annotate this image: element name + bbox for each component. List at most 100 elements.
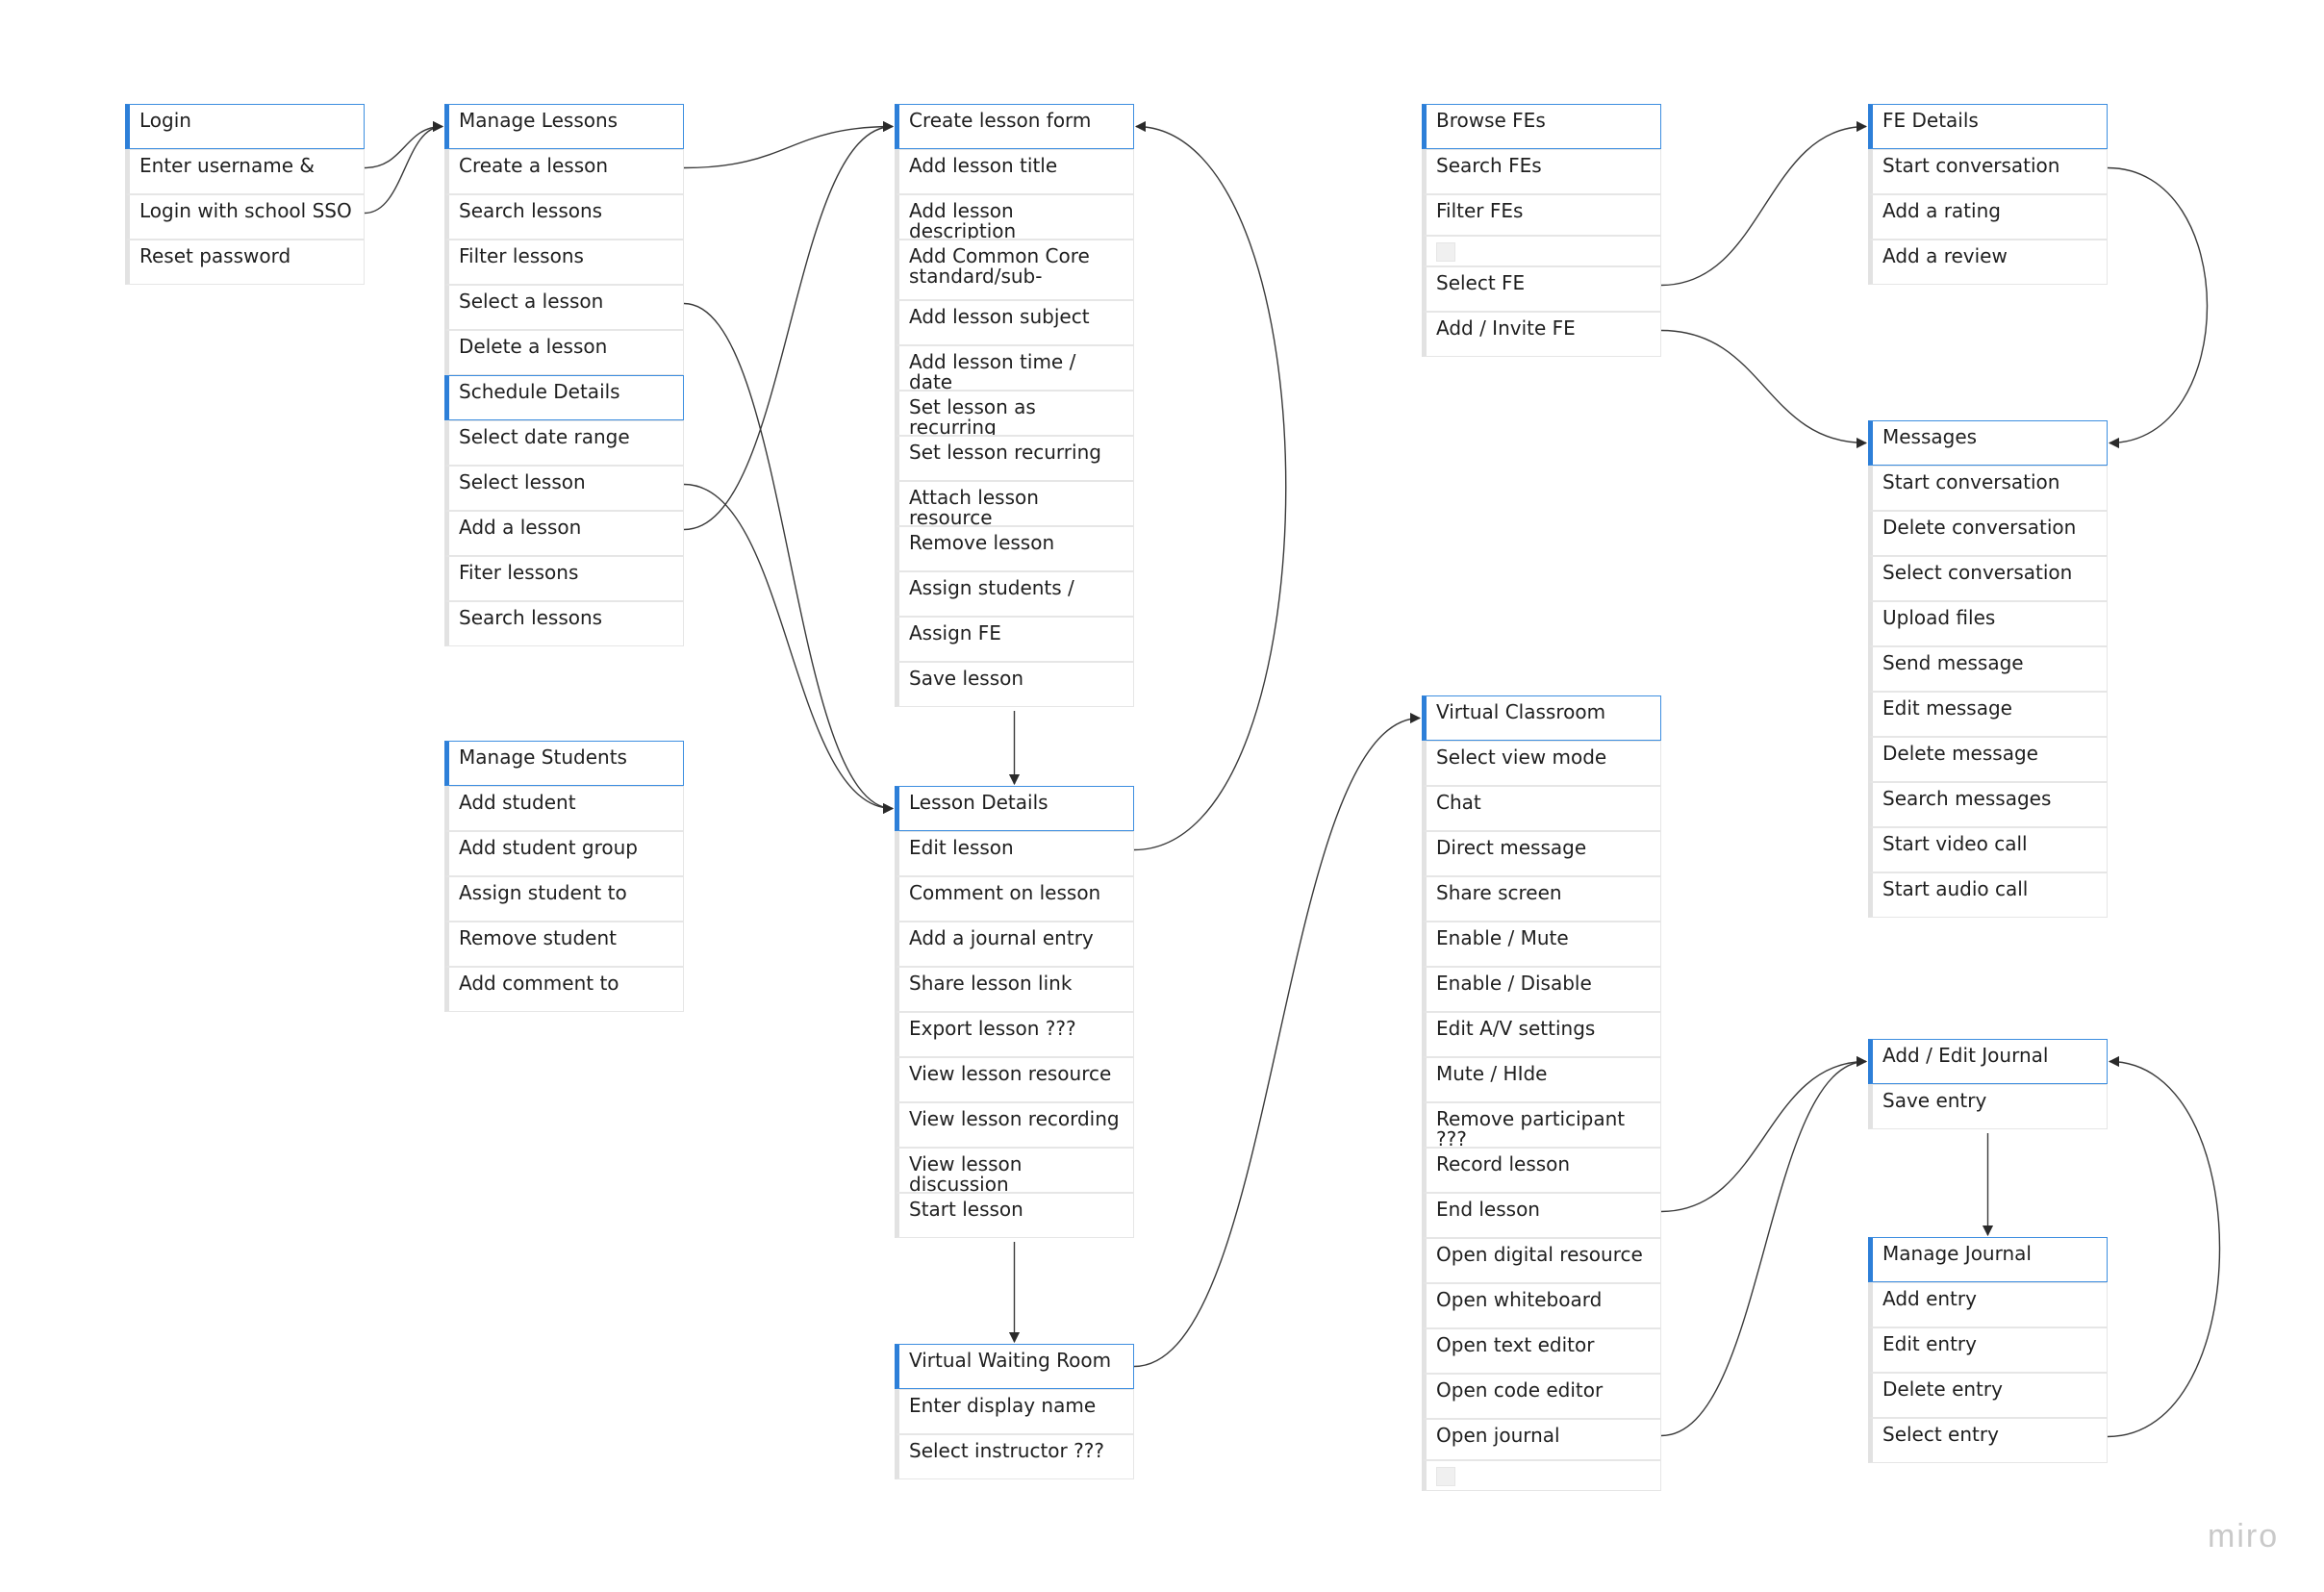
card-item[interactable]: Add student: [444, 786, 684, 831]
card-item[interactable]: Comment on lesson: [895, 876, 1134, 922]
card-item[interactable]: Add Common Core standard/sub-: [895, 240, 1134, 300]
card-item[interactable]: Assign student to: [444, 876, 684, 922]
card-item[interactable]: Start conversation: [1868, 149, 2108, 194]
card-item[interactable]: Add a rating: [1868, 194, 2108, 240]
card-item[interactable]: Edit entry: [1868, 1327, 2108, 1373]
card-header[interactable]: Virtual Classroom: [1422, 695, 1661, 741]
card-item[interactable]: Share screen: [1422, 876, 1661, 922]
card-item[interactable]: Add lesson title: [895, 149, 1134, 194]
card-item[interactable]: Share lesson link: [895, 967, 1134, 1012]
card-header[interactable]: Manage Lessons: [444, 104, 684, 149]
card-item[interactable]: Attach lesson resource: [895, 481, 1134, 526]
card-item[interactable]: Start audio call: [1868, 872, 2108, 918]
card-item[interactable]: Search lessons: [444, 194, 684, 240]
card-item[interactable]: Direct message: [1422, 831, 1661, 876]
card-item[interactable]: Upload files: [1868, 601, 2108, 646]
card-header[interactable]: Manage Journal: [1868, 1237, 2108, 1282]
card-item[interactable]: Select FE: [1422, 266, 1661, 312]
card-item[interactable]: Start conversation: [1868, 466, 2108, 511]
card-item[interactable]: Remove student: [444, 922, 684, 967]
card-header[interactable]: FE Details: [1868, 104, 2108, 149]
card-item[interactable]: Fiter lessons: [444, 556, 684, 601]
card-item[interactable]: Search lessons: [444, 601, 684, 646]
card-item[interactable]: Select lesson: [444, 466, 684, 511]
card-item[interactable]: Export lesson ???: [895, 1012, 1134, 1057]
card-item[interactable]: Enable / Mute: [1422, 922, 1661, 967]
card-item[interactable]: Add a journal entry: [895, 922, 1134, 967]
card-item[interactable]: Open text editor: [1422, 1328, 1661, 1374]
card-item[interactable]: Enable / Disable: [1422, 967, 1661, 1012]
card-item[interactable]: View lesson resource: [895, 1057, 1134, 1102]
card-item[interactable]: Select view mode: [1422, 741, 1661, 786]
card-item[interactable]: Open digital resource: [1422, 1238, 1661, 1283]
card-item[interactable]: Save entry: [1868, 1084, 2108, 1129]
card-item[interactable]: Set lesson as recurring: [895, 391, 1134, 436]
card-item[interactable]: Add / Invite FE: [1422, 312, 1661, 357]
card-header[interactable]: Messages: [1868, 420, 2108, 466]
card-item[interactable]: Enter username &: [125, 149, 365, 194]
empty-placeholder-row[interactable]: [1422, 236, 1661, 266]
card-item[interactable]: View lesson discussion: [895, 1148, 1134, 1193]
card-item[interactable]: Add a lesson: [444, 511, 684, 556]
card-item[interactable]: Remove lesson: [895, 526, 1134, 571]
card-item[interactable]: Edit lesson: [895, 831, 1134, 876]
card-item[interactable]: Select entry: [1868, 1418, 2108, 1463]
card-item[interactable]: Add student group: [444, 831, 684, 876]
card-item[interactable]: Delete entry: [1868, 1373, 2108, 1418]
card-item[interactable]: Filter lessons: [444, 240, 684, 285]
card-item[interactable]: Add a review: [1868, 240, 2108, 285]
empty-placeholder-row[interactable]: [1422, 1460, 1661, 1491]
card-header[interactable]: Browse FEs: [1422, 104, 1661, 149]
card-header[interactable]: Create lesson form: [895, 104, 1134, 149]
card-item[interactable]: Assign FE: [895, 617, 1134, 662]
card-item[interactable]: Delete message: [1868, 737, 2108, 782]
card-item[interactable]: Record lesson: [1422, 1148, 1661, 1193]
card-item[interactable]: Send message: [1868, 646, 2108, 692]
card-item[interactable]: Add entry: [1868, 1282, 2108, 1327]
card-item[interactable]: Select a lesson: [444, 285, 684, 330]
card-item[interactable]: Enter display name: [895, 1389, 1134, 1434]
card-header[interactable]: Schedule Details: [444, 375, 684, 420]
card-item[interactable]: View lesson recording: [895, 1102, 1134, 1148]
card-header[interactable]: Lesson Details: [895, 786, 1134, 831]
card-item[interactable]: Assign students /: [895, 571, 1134, 617]
card-item[interactable]: Login with school SSO: [125, 194, 365, 240]
card-item[interactable]: Filter FEs: [1422, 194, 1661, 236]
card-header[interactable]: Virtual Waiting Room: [895, 1344, 1134, 1389]
card-item[interactable]: Search messages: [1868, 782, 2108, 827]
card-item[interactable]: Delete conversation: [1868, 511, 2108, 556]
card-item[interactable]: Select conversation: [1868, 556, 2108, 601]
card-item[interactable]: Reset password: [125, 240, 365, 285]
card-item[interactable]: Add comment to: [444, 967, 684, 1012]
card-item[interactable]: Save lesson: [895, 662, 1134, 707]
card-item[interactable]: Create a lesson: [444, 149, 684, 194]
card-item[interactable]: End lesson: [1422, 1193, 1661, 1238]
card-item[interactable]: Search FEs: [1422, 149, 1661, 194]
card-item[interactable]: Open whiteboard: [1422, 1283, 1661, 1328]
card-item[interactable]: Start video call: [1868, 827, 2108, 872]
card-item[interactable]: Remove participant ???: [1422, 1102, 1661, 1148]
card-item[interactable]: Open journal: [1422, 1419, 1661, 1460]
card-header[interactable]: Add / Edit Journal: [1868, 1039, 2108, 1084]
card-item[interactable]: Edit message: [1868, 692, 2108, 737]
card-header[interactable]: Login: [125, 104, 365, 149]
card-item[interactable]: Open code editor: [1422, 1374, 1661, 1419]
card-item[interactable]: Select date range: [444, 420, 684, 466]
card-item[interactable]: Set lesson recurring: [895, 436, 1134, 481]
card-item[interactable]: Select instructor ???: [895, 1434, 1134, 1479]
card-item[interactable]: Add lesson subject: [895, 300, 1134, 345]
card-item[interactable]: Start lesson: [895, 1193, 1134, 1238]
card-item[interactable]: Mute / HIde: [1422, 1057, 1661, 1102]
